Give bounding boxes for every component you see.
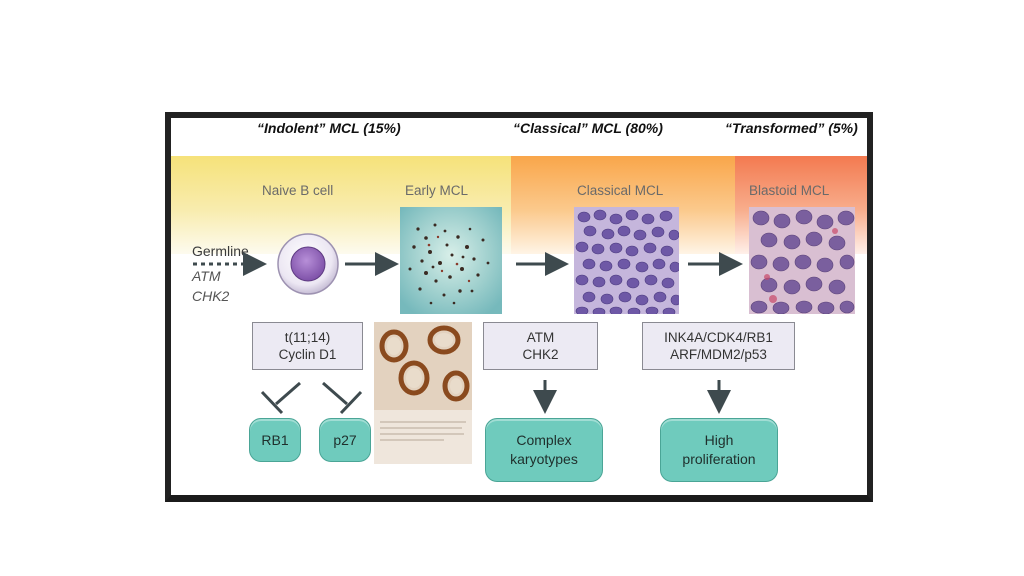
blastoid-mcl-micrograph [749,207,855,314]
atm-line1: ATM [526,330,555,345]
complex-karyotypes-pill: Complex karyotypes [485,418,603,482]
atm-chk2-box: ATM CHK2 [483,322,598,370]
high-proliferation-pill: High proliferation [660,418,778,482]
p27-label: p27 [333,431,357,448]
transformed-header: “Transformed” (5%) [725,120,858,136]
rb1-label: RB1 [261,431,289,448]
germline-gene-chk2: CHK2 [192,288,230,304]
classical-header: “Classical” MCL (80%) [513,120,663,136]
rb1-pill: RB1 [249,418,301,462]
early-mcl-label: Early MCL [405,183,469,198]
ink4a-box: INK4A/CDK4/RB1 ARF/MDM2/p53 [642,322,795,370]
ink4a-line2: ARF/MDM2/p53 [670,347,767,362]
ihc-inset-image [374,322,472,464]
translocation-line1: t(11;14) [284,330,331,345]
blastoid-mcl-label: Blastoid MCL [749,183,830,198]
translocation-box: t(11;14) Cyclin D1 [252,322,363,370]
germline-gene-atm: ATM [192,268,221,284]
p27-pill: p27 [319,418,371,462]
indolent-header: “Indolent” MCL (15%) [257,120,401,136]
translocation-line2: Cyclin D1 [278,347,337,362]
complex-line2: karyotypes [510,451,578,467]
ink4a-line1: INK4A/CDK4/RB1 [664,330,773,345]
complex-line1: Complex [516,432,572,448]
arrows-layer [193,252,743,415]
classical-mcl-micrograph [574,207,679,314]
inhibit-rb1 [260,381,301,415]
naive-b-cell-icon [277,233,339,295]
mcl-progression-figure: “Indolent” MCL (15%) “Classical” MCL (80… [165,112,873,502]
inhibit-p27 [322,381,363,415]
classical-mcl-label: Classical MCL [577,183,664,198]
early-mcl-micrograph [400,207,502,314]
high-line1: High [704,432,734,448]
germline-label: Germline [192,243,249,259]
high-line2: proliferation [682,451,756,467]
naive-b-cell-label: Naive B cell [262,183,334,198]
atm-line2: CHK2 [522,347,559,362]
